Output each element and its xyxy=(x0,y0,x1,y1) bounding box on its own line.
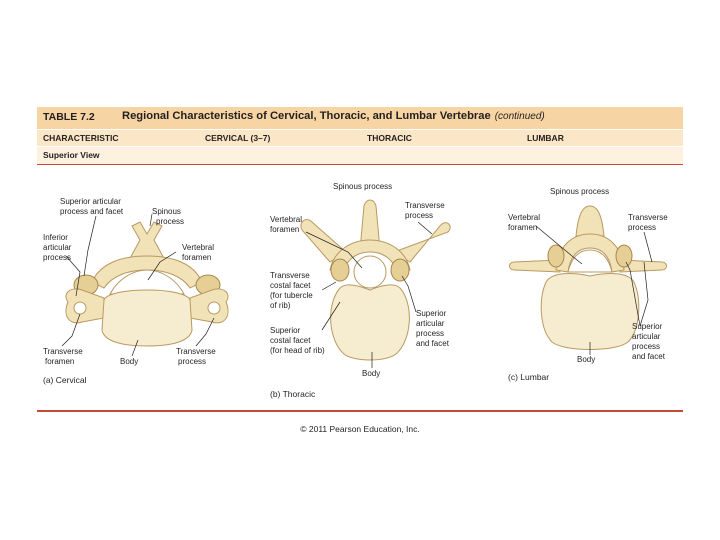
label-thoracic-costal-1: Transverse xyxy=(270,271,310,280)
label-lumbar-sup-articular-4: and facet xyxy=(632,352,666,361)
label-lumbar-sup-articular-3: process xyxy=(632,342,660,351)
label-inferior-2: articular xyxy=(43,243,72,252)
table-title-continued: (continued) xyxy=(494,111,545,122)
caption-lumbar-name: Lumbar xyxy=(520,372,549,382)
label-thoracic-superior-costal-2: costal facet xyxy=(270,336,311,345)
caption-thoracic: (b) Thoracic xyxy=(270,389,316,399)
caption-lumbar-letter: (c) xyxy=(508,372,518,382)
label-transverse-foramen-2: foramen xyxy=(45,357,74,366)
table-title-main: Regional Characteristics of Cervical, Th… xyxy=(122,110,491,122)
caption-lumbar: (c) Lumbar xyxy=(508,372,549,382)
label-transverse-process-2: process xyxy=(178,357,206,366)
label-lumbar-sup-articular-1: Superior xyxy=(632,322,663,331)
label-lumbar-sup-articular-2: articular xyxy=(632,332,661,341)
label-thoracic-spinous: Spinous process xyxy=(333,182,392,191)
row-label: Superior View xyxy=(43,150,100,160)
copyright-notice: © 2011 Pearson Education, Inc. xyxy=(300,424,420,434)
label-thoracic-superior-costal-1: Superior xyxy=(270,326,301,335)
label-vertebral-foramen-2: foramen xyxy=(182,253,211,262)
bottom-rule xyxy=(37,410,683,412)
label-thoracic-body: Body xyxy=(362,369,380,378)
label-thoracic-transverse-2: process xyxy=(405,211,433,220)
caption-cervical: (a) Cervical xyxy=(43,375,87,385)
caption-cervical-letter: (a) xyxy=(43,375,54,385)
label-lumbar-spinous: Spinous process xyxy=(550,187,609,196)
label-lumbar-transverse-2: process xyxy=(628,223,656,232)
label-spinous-2: process xyxy=(156,217,184,226)
lumbar-labels: Spinous process Vertebral foramen Transv… xyxy=(508,187,668,382)
caption-thoracic-name: Thoracic xyxy=(283,389,316,399)
thoracic-leader-lines xyxy=(305,221,433,368)
label-vertebral-foramen-1: Vertebral xyxy=(182,243,214,252)
label-transverse-foramen-1: Transverse xyxy=(43,347,83,356)
label-thoracic-sup-articular-3: process xyxy=(416,329,444,338)
label-transverse-process-1: Transverse xyxy=(176,347,216,356)
label-superior-articular-1: Superior articular xyxy=(60,197,121,206)
caption-cervical-name: Cervical xyxy=(56,375,87,385)
caption-thoracic-letter: (b) xyxy=(270,389,281,399)
label-inferior-3: process xyxy=(43,253,71,262)
lumbar-leader-lines xyxy=(535,225,653,355)
column-header-cervical: CERVICAL (3–7) xyxy=(205,133,271,143)
label-thoracic-costal-3: (for tubercle xyxy=(270,291,313,300)
cervical-vertebra-illustration xyxy=(65,221,229,347)
label-thoracic-costal-4: of rib) xyxy=(270,301,291,310)
label-thoracic-sup-articular-4: and facet xyxy=(416,339,450,348)
label-thoracic-sup-articular-1: Superior xyxy=(416,309,447,318)
label-thoracic-superior-costal-3: (for head of rib) xyxy=(270,346,325,355)
label-thoracic-transverse-1: Transverse xyxy=(405,201,445,210)
column-header-thoracic: THORACIC xyxy=(367,133,412,143)
column-header-lumbar: LUMBAR xyxy=(527,133,564,143)
table-title-bar: TABLE 7.2 Regional Characteristics of Ce… xyxy=(37,107,683,129)
label-spinous-1: Spinous xyxy=(152,207,181,216)
table-title: Regional Characteristics of Cervical, Th… xyxy=(122,110,545,122)
label-thoracic-vertebral-1: Vertebral xyxy=(270,215,302,224)
cervical-labels: Superior articular process and facet Spi… xyxy=(43,197,216,385)
label-superior-articular-2: process and facet xyxy=(60,207,124,216)
label-thoracic-vertebral-2: foramen xyxy=(270,225,299,234)
label-thoracic-costal-2: costal facet xyxy=(270,281,311,290)
label-lumbar-vertebral-2: foramen xyxy=(508,223,537,232)
label-body: Body xyxy=(120,357,138,366)
label-lumbar-body: Body xyxy=(577,355,595,364)
thoracic-vertebra-illustration xyxy=(300,199,451,361)
row-label-bar: Superior View xyxy=(37,147,683,165)
label-inferior-1: Inferior xyxy=(43,233,68,242)
cervical-leader-lines xyxy=(61,213,215,357)
column-header-characteristic: CHARACTERISTIC xyxy=(43,133,119,143)
label-thoracic-sup-articular-2: articular xyxy=(416,319,445,328)
label-lumbar-transverse-1: Transverse xyxy=(628,213,668,222)
lumbar-vertebra-illustration xyxy=(509,205,667,350)
table-header-row: CHARACTERISTIC CERVICAL (3–7) THORACIC L… xyxy=(37,130,683,146)
label-lumbar-vertebral-1: Vertebral xyxy=(508,213,540,222)
table-number: TABLE 7.2 xyxy=(43,111,95,123)
thoracic-labels: Spinous process Transverse process Verte… xyxy=(270,182,450,399)
